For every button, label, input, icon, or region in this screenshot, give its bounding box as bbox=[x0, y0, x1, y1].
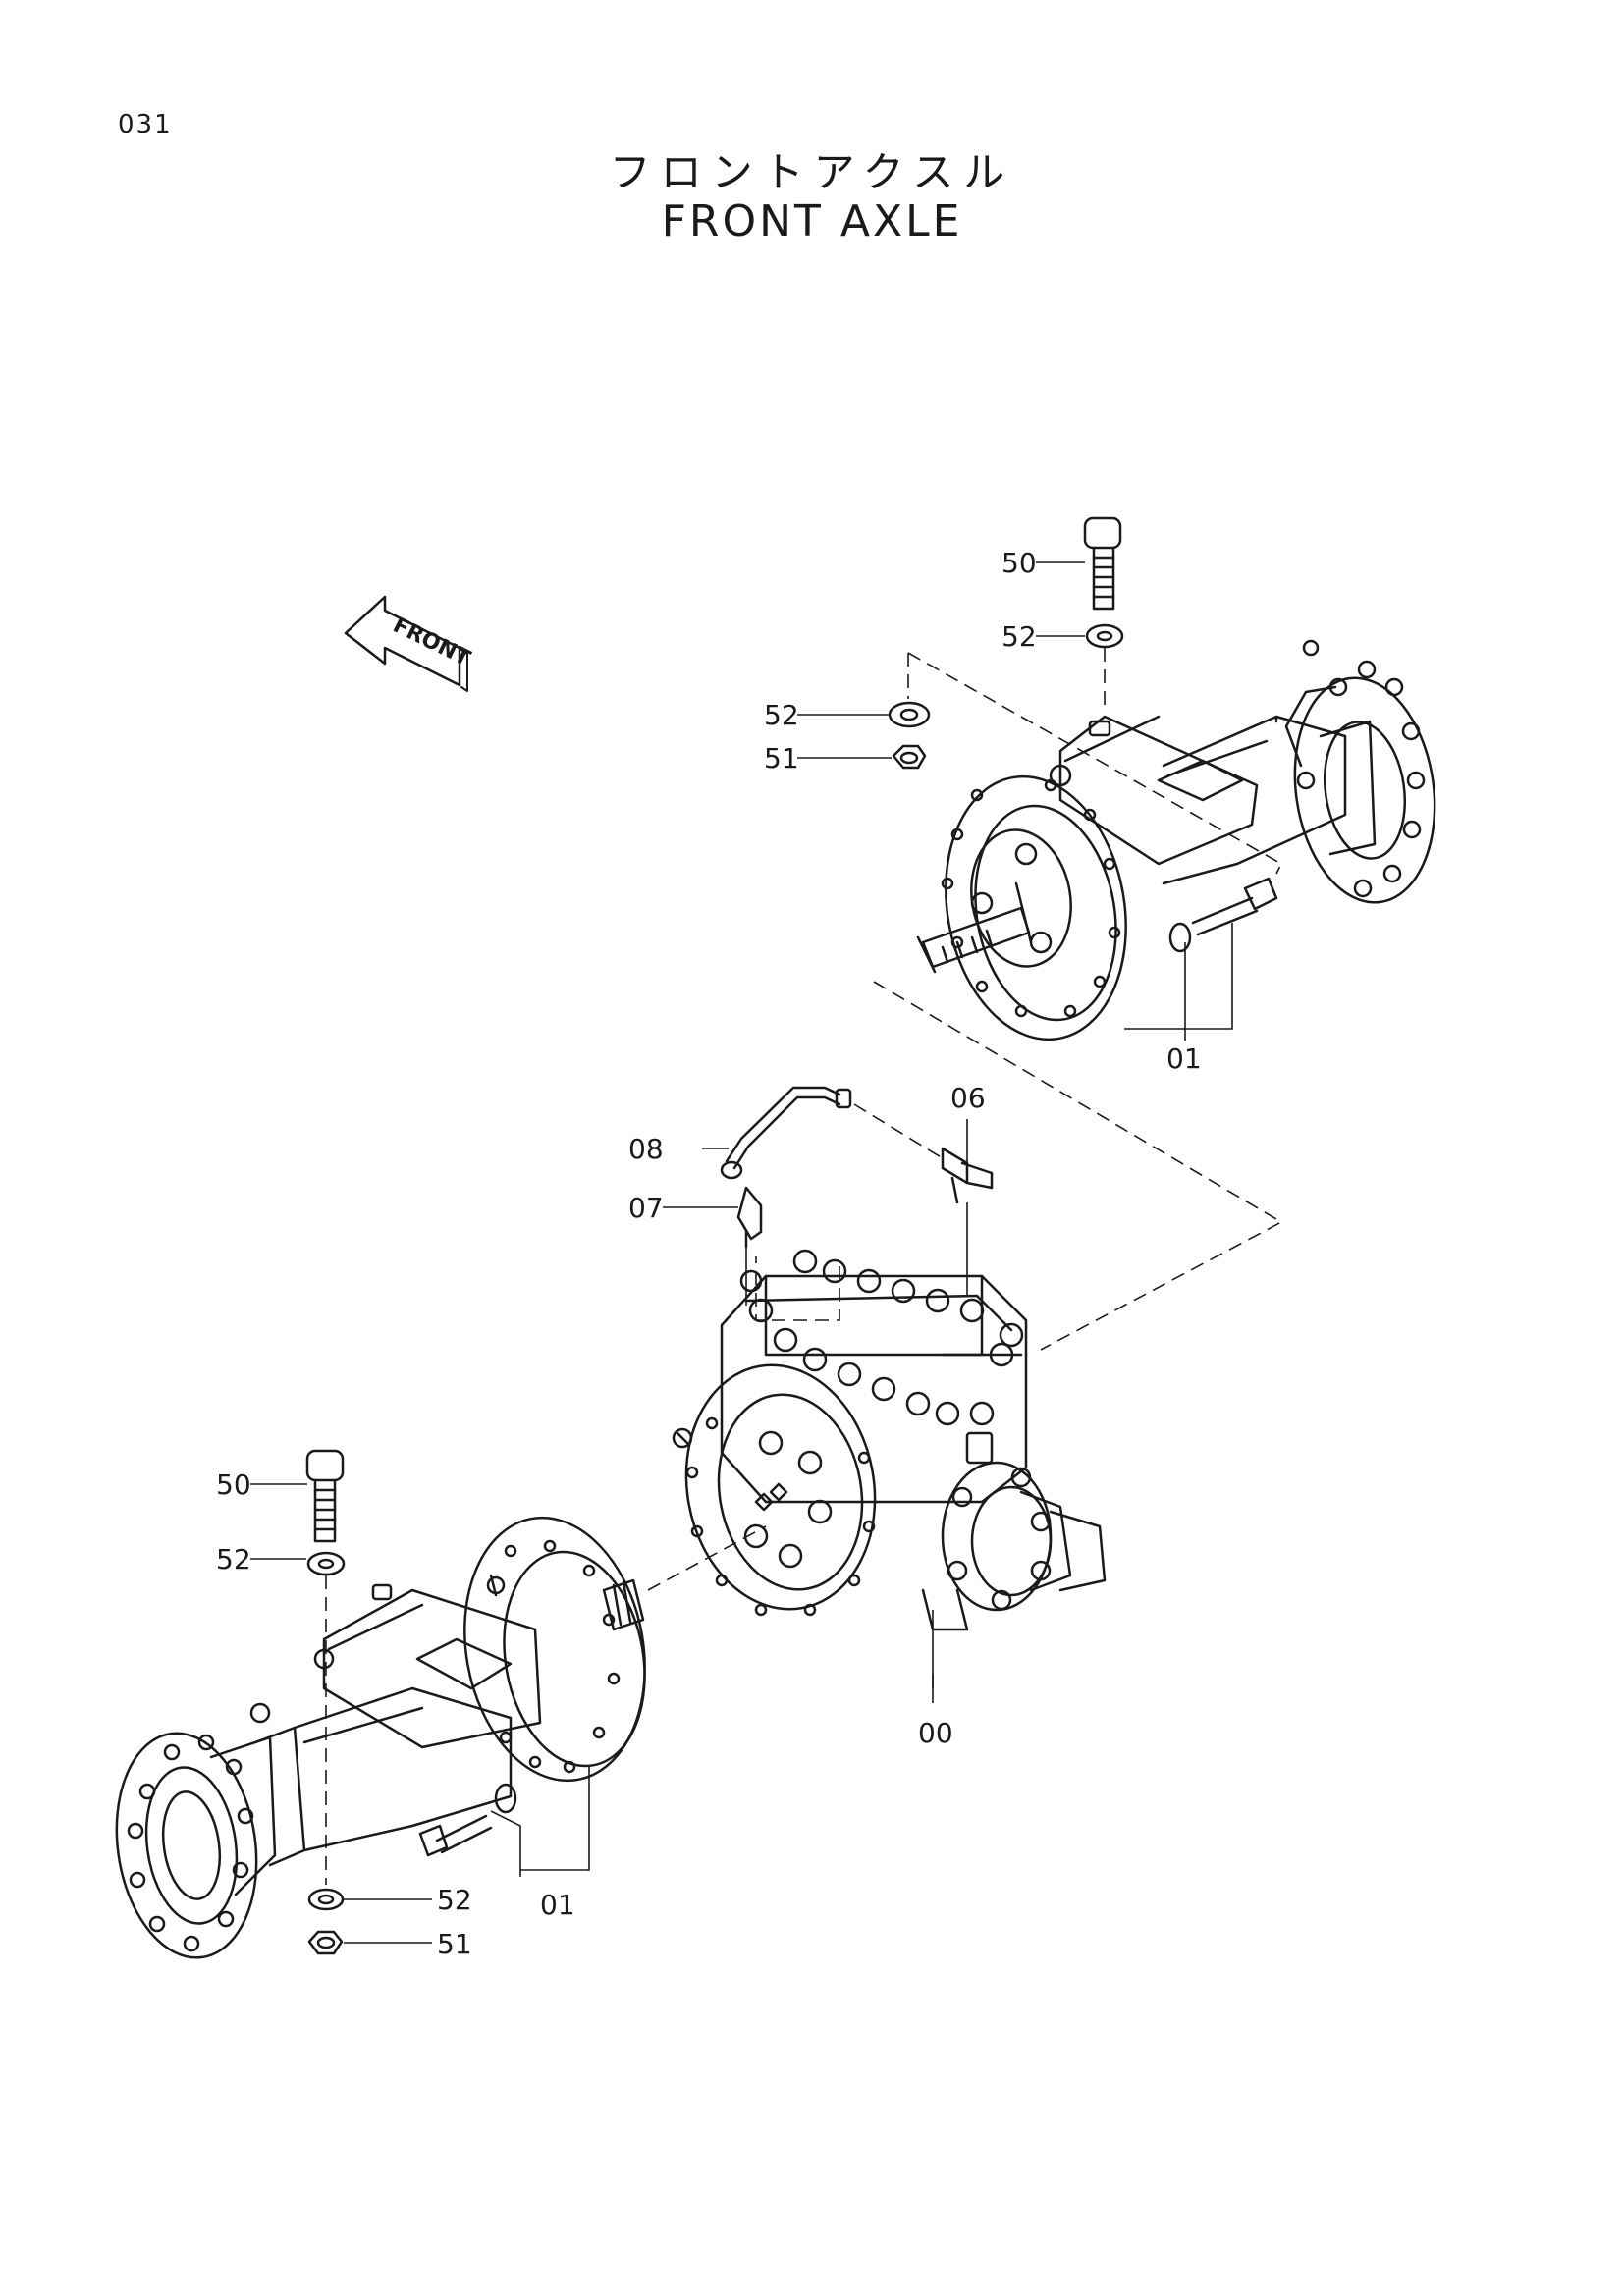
title-japanese: フロントアクスル bbox=[609, 148, 1015, 196]
differential-carrier bbox=[672, 1249, 1107, 1631]
callout-bottom-01: 01 bbox=[540, 1889, 575, 1921]
right-axle-housing bbox=[916, 639, 1436, 1041]
callout-top-51: 51 bbox=[764, 742, 799, 774]
callout-top-52a: 52 bbox=[1001, 620, 1037, 653]
assembly-lines bbox=[325, 648, 1283, 1885]
top-nut-51 bbox=[892, 744, 927, 770]
callout-mid-07: 07 bbox=[628, 1192, 664, 1224]
callout-mid-06: 06 bbox=[950, 1082, 986, 1114]
callout-center-00: 00 bbox=[918, 1717, 953, 1749]
front-direction-arrow: FRONT bbox=[344, 595, 474, 692]
callout-bottom-52a: 52 bbox=[216, 1543, 251, 1575]
top-washer-52a bbox=[1085, 623, 1124, 649]
bottom-washer-52a bbox=[306, 1551, 346, 1576]
bottom-bolt-01 bbox=[418, 1783, 517, 1857]
callout-top-50: 50 bbox=[1001, 547, 1037, 579]
elbow-fitting-07 bbox=[736, 1186, 763, 1249]
callout-mid-08: 08 bbox=[628, 1133, 664, 1165]
callout-bottom-51: 51 bbox=[437, 1928, 472, 1960]
breather-pipe-08 bbox=[720, 1086, 852, 1180]
top-bolt-01 bbox=[1168, 877, 1278, 953]
callout-bottom-50: 50 bbox=[216, 1468, 251, 1501]
callout-bottom-52b: 52 bbox=[437, 1884, 472, 1916]
bottom-nut-51 bbox=[307, 1930, 344, 1955]
top-bolt-50 bbox=[1083, 516, 1122, 611]
left-axle-housing bbox=[115, 1516, 646, 1959]
callout-top-52b: 52 bbox=[764, 699, 799, 731]
bottom-washer-52b bbox=[307, 1888, 345, 1911]
callout-top-01: 01 bbox=[1166, 1042, 1202, 1075]
page-number: 031 bbox=[118, 110, 173, 139]
title-english: FRONT AXLE bbox=[661, 196, 963, 246]
bottom-bolt-50 bbox=[305, 1449, 345, 1543]
top-washer-52b bbox=[888, 701, 931, 728]
tee-fitting-06 bbox=[941, 1147, 994, 1204]
front-arrow-label: FRONT bbox=[389, 614, 474, 671]
leader-lines bbox=[250, 561, 1233, 1944]
